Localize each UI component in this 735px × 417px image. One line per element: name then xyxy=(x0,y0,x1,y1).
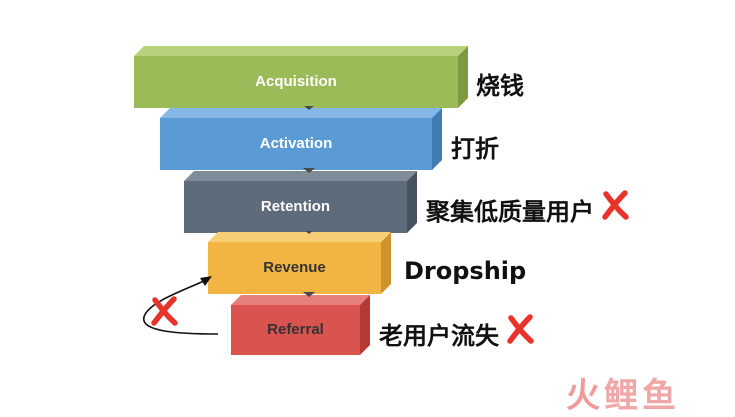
stage-revenue-block: Revenue xyxy=(208,232,391,294)
stage-activation-note: 打折 xyxy=(451,135,499,163)
stage-acquisition-note: 烧钱 xyxy=(476,72,524,100)
cross-mark-icon xyxy=(602,190,629,220)
stage-activation-label: Activation xyxy=(259,135,333,152)
stage-referral-block: Referral xyxy=(231,295,370,355)
stage-activation-shape xyxy=(160,108,442,170)
down-arrow-icon xyxy=(302,168,316,173)
stage-retention-block: Retention xyxy=(184,171,417,233)
cross-mark-icon xyxy=(507,314,534,344)
stage-acquisition-shape xyxy=(134,46,468,108)
watermark-part-1: 火 xyxy=(566,376,604,416)
loop-cross-mark-icon xyxy=(151,296,178,326)
stage-retention-label: Retention xyxy=(260,198,331,215)
stage-revenue-note: Dropship xyxy=(404,257,527,285)
stage-referral-note: 老用户流失 xyxy=(379,322,499,350)
stage-referral-label: Referral xyxy=(267,321,324,338)
down-arrow-icon xyxy=(302,292,316,297)
stage-acquisition-label: Acquisition xyxy=(255,73,337,90)
referral-loop-arrow-icon xyxy=(143,276,219,335)
watermark-part-2: 鲤鱼 xyxy=(604,376,680,416)
stage-acquisition-block: Acquisition xyxy=(134,46,468,108)
stage-activation-block: Activation xyxy=(160,108,442,170)
stage-revenue-shape xyxy=(208,232,391,294)
stage-retention-note: 聚集低质量用户 xyxy=(426,198,594,226)
watermark-logo: 火鲤鱼 xyxy=(566,368,680,417)
stage-revenue-label: Revenue xyxy=(263,259,326,276)
down-arrow-icon xyxy=(304,106,314,110)
stage-referral-shape xyxy=(231,295,370,355)
down-arrow-icon xyxy=(304,231,314,234)
stage-retention-shape xyxy=(184,171,417,233)
